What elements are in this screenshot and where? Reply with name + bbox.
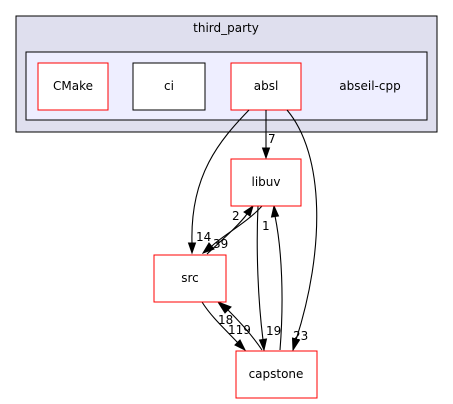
node-ci-label: ci xyxy=(164,79,174,93)
node-src-label: src xyxy=(181,271,199,285)
edge-absl-capstone-arrow xyxy=(291,337,301,352)
node-capstone-box xyxy=(235,350,318,399)
node-cmake-label: CMake xyxy=(53,79,93,93)
edge-capstone-src-line xyxy=(227,309,263,351)
node-absl-box xyxy=(230,62,302,111)
edge-absl-capstone-label: 23 xyxy=(293,329,308,343)
edge-src-capstone-line xyxy=(201,301,239,344)
node-capstone-label: capstone xyxy=(249,367,304,381)
edge-capstone-libuv-arrow xyxy=(270,204,280,218)
edge-src-libuv-label: 2 xyxy=(232,209,240,223)
node-ci[interactable]: ci xyxy=(132,62,206,111)
edge-absl-src: 14 xyxy=(187,109,250,255)
node-cmake-box xyxy=(37,62,109,111)
node-libuv-box xyxy=(230,158,302,207)
edge-libuv-src-arrow xyxy=(201,242,215,254)
edge-libuv-src-label: 39 xyxy=(213,237,228,251)
edge-absl-libuv: 7 xyxy=(261,110,276,160)
edge-src-capstone-arrow xyxy=(234,339,247,352)
node-absl[interactable]: absl xyxy=(230,62,302,111)
edge-capstone-src-arrow xyxy=(216,300,232,314)
edge-src-capstone-label: 119 xyxy=(228,323,251,337)
edge-libuv-capstone-arrow xyxy=(258,338,268,352)
edge-libuv-capstone-line xyxy=(256,205,264,341)
node-libuv[interactable]: libuv xyxy=(230,158,302,207)
node-cmake[interactable]: CMake xyxy=(37,62,109,111)
edge-src-libuv: 2 xyxy=(206,204,254,255)
edge-capstone-libuv-line xyxy=(274,215,283,351)
node-absl-label: absl xyxy=(254,79,279,93)
edge-src-libuv-line xyxy=(206,213,248,255)
node-capstone[interactable]: capstone xyxy=(235,350,318,399)
edge-capstone-libuv-label: 1 xyxy=(262,219,270,233)
node-src[interactable]: src xyxy=(153,254,227,303)
edge-absl-src-arrow xyxy=(187,242,197,255)
edge-libuv-capstone-label: 19 xyxy=(266,324,281,338)
edge-absl-libuv-label: 7 xyxy=(268,132,276,146)
node-ci-box xyxy=(132,62,206,111)
cluster-third-party-label: third_party xyxy=(193,21,259,35)
edge-absl-capstone: 23 xyxy=(286,109,318,352)
cluster-abseil-cpp-label: abseil-cpp xyxy=(339,79,400,93)
node-src-box xyxy=(153,254,227,303)
edge-capstone-src: 18 xyxy=(216,300,263,351)
node-libuv-label: libuv xyxy=(252,175,281,189)
edge-libuv-capstone: 19 xyxy=(256,205,281,352)
edge-absl-src-label: 14 xyxy=(196,230,211,244)
edge-capstone-src-label: 18 xyxy=(218,313,233,327)
edge-capstone-libuv: 1 xyxy=(262,204,283,351)
edge-src-libuv-arrow xyxy=(243,204,254,217)
edge-absl-libuv-arrow xyxy=(261,147,271,160)
edge-src-capstone: 119 xyxy=(201,301,251,352)
edge-absl-capstone-line xyxy=(286,109,318,341)
edge-absl-src-line xyxy=(191,109,250,244)
